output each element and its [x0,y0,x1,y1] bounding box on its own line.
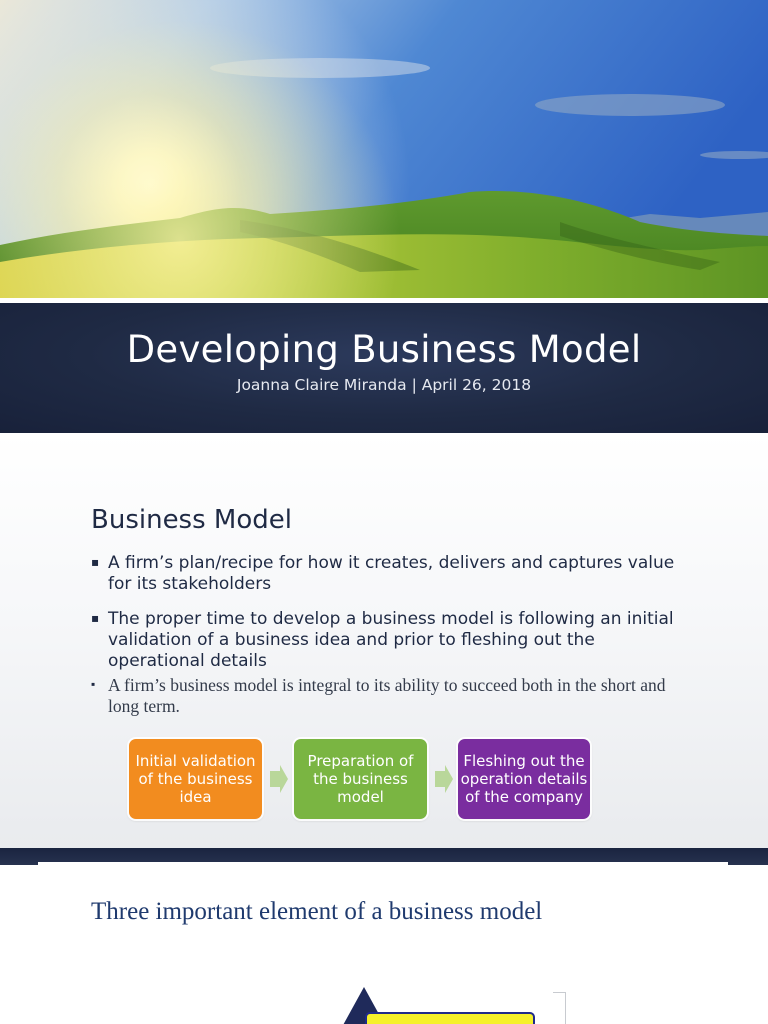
business-model-slide: Business Model ▪ A firm’s plan/recipe fo… [0,433,768,866]
bullet-list: ▪ A firm’s plan/recipe for how it create… [91,553,691,717]
bullet-marker-icon: ▪ [91,555,100,569]
bullet-marker-icon: ▪ [91,611,100,625]
presentation-title: Developing Business Model [126,328,642,371]
bullet-text: The proper time to develop a business mo… [108,609,674,671]
elements-slide: Three important element of a business mo… [0,865,768,1024]
bullet-text: A firm’s plan/recipe for how it creates,… [108,553,675,594]
process-step-preparation: Preparation of the business model [294,739,427,819]
bullet-item: ▪ A firm’s business model is integral to… [91,675,691,717]
slide-divider [0,298,768,303]
presentation-subtitle: Joanna Claire Miranda | April 26, 2018 [236,376,532,394]
process-step-label: Initial validation of the business idea [135,752,256,806]
title-band: Developing Business Model Joanna Claire … [0,303,768,433]
process-step-label: Fleshing out the operation details of th… [460,752,588,806]
slide-divider-gap [38,862,728,865]
title-slide: Developing Business Model Joanna Claire … [0,0,768,433]
slide-heading: Three important element of a business mo… [91,898,543,925]
chevron-right-icon [270,765,288,793]
process-step-fleshing-out: Fleshing out the operation details of th… [458,739,590,819]
bullet-text: A firm’s business model is integral to i… [108,675,666,716]
bullet-item: ▪ A firm’s plan/recipe for how it create… [91,553,691,609]
sunrise-hills-image [0,0,768,300]
highlight-box [365,1012,535,1024]
process-step-label: Preparation of the business model [307,752,414,806]
slide-divider-bar [0,848,768,865]
slide-heading: Business Model [91,505,292,535]
bullet-item: ▪ The proper time to develop a business … [91,609,691,675]
chevron-right-icon [435,765,453,793]
bullet-marker-icon: ▪ [91,677,96,691]
bracket-shape [553,992,566,1024]
process-step-validation: Initial validation of the business idea [129,739,262,819]
